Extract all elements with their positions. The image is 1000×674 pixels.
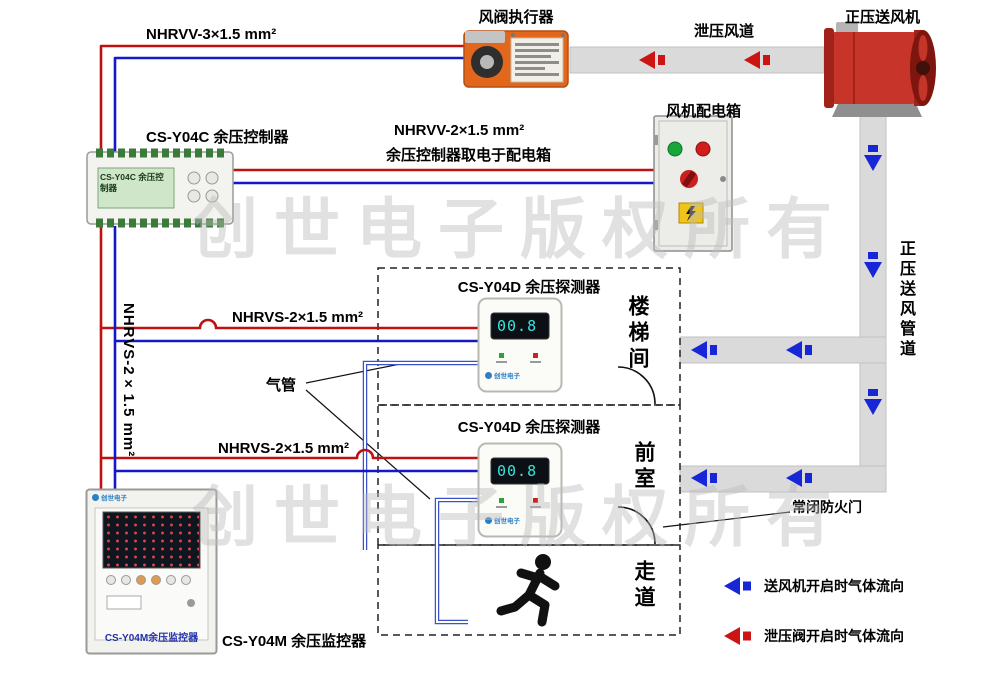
pressure-detector-device-1 [477, 297, 563, 393]
relief-duct [569, 46, 825, 74]
status-led-green [499, 353, 504, 358]
supply-fan-device [820, 20, 938, 120]
door-latch [720, 176, 726, 182]
wire-red-actuator [99, 44, 465, 152]
detector-display [490, 457, 550, 485]
detector-display [490, 312, 550, 340]
brand-icon [92, 493, 99, 501]
cable-label-branch2: NHRVS-2×1.5 mm² [218, 440, 350, 457]
monitor-label-ext: CS-Y04M 余压监控器 [222, 633, 367, 650]
start-indicator [667, 141, 683, 157]
room-name-anteroom: 前室 [632, 441, 655, 493]
air-tube-core-2 [436, 499, 479, 623]
pressure-detector-device-2 [477, 442, 563, 538]
damper-actuator-device [463, 28, 569, 90]
monitor-slot [106, 595, 142, 610]
detector-label-2: CS-Y04D 余压探测器 [457, 419, 601, 436]
detector-reading-1: 00.8 [497, 317, 538, 335]
monitor-button [181, 575, 191, 585]
status-led-green [499, 498, 504, 503]
controller-button [205, 189, 219, 203]
room-name-stairwell: 楼梯间 [626, 295, 649, 373]
brand-logo: 创世电子 [485, 370, 520, 380]
fan-hub [916, 61, 930, 75]
fan-motor-box [836, 22, 858, 34]
fan-dist-box-device [653, 115, 733, 252]
controller-label: CS-Y04C 余压控制器 [146, 129, 289, 146]
wire-red-detector1 [101, 318, 479, 330]
brand-logo: 创世电子 [92, 492, 127, 502]
supply-duct-vertical [859, 112, 887, 493]
mount-clamp [465, 31, 505, 43]
lightning-icon [686, 206, 696, 221]
fan-body [828, 32, 920, 104]
supply-duct-label: 正压送风管道 [897, 240, 914, 360]
runner-icon [496, 552, 566, 628]
wire-blue-actuator [113, 56, 465, 152]
air-tube-pointer-2 [305, 389, 431, 500]
controller-button [187, 189, 201, 203]
pressure-controller-device [86, 146, 234, 230]
room-boundary-corridor [377, 544, 681, 636]
controller-display: CS-Y04C 余压控制器 [100, 172, 164, 193]
fire-door-arc-2 [617, 506, 656, 545]
actuator-label: 风阀执行器 [478, 9, 554, 26]
legend-item-supply: 送风机开启时气体流向 [724, 576, 904, 596]
wire-red-detector2 [101, 448, 479, 460]
fire-door-label: 常闭防火门 [792, 499, 862, 515]
brand-icon [485, 516, 492, 524]
air-tube-core-1 [364, 362, 479, 550]
room-name-corridor: 走道 [632, 560, 655, 612]
cable-note-mid: 余压控制器取电于配电箱 [386, 147, 552, 164]
cable-label-top: NHRVV-3×1.5 mm² [146, 26, 277, 43]
status-led-red [533, 498, 538, 503]
controller-button [187, 171, 201, 185]
legend-label-relief: 泄压阀开启时气体流向 [764, 628, 904, 644]
relief-flow-legend-icon [724, 627, 751, 645]
status-led-red [533, 353, 538, 358]
dist-box-label: 风机配电箱 [666, 103, 742, 120]
monitor-button [106, 575, 116, 585]
led-matrix [104, 513, 199, 567]
fire-door-arc-1 [617, 366, 656, 405]
air-tube-label: 气管 [266, 377, 297, 394]
cable-label-mid: NHRVV-2×1.5 mm² [394, 122, 525, 139]
fire-door-pointer [662, 511, 791, 528]
legend-label-supply: 送风机开启时气体流向 [764, 578, 904, 594]
monitor-keyhole [187, 599, 195, 607]
air-tube-line-2 [434, 497, 479, 625]
controller-lcd [97, 167, 175, 209]
monitor-button [166, 575, 176, 585]
monitor-panel-label: CS-Y04M余压监控器 [104, 633, 199, 644]
monitor-button [136, 575, 146, 585]
air-tube-pointer-1 [305, 363, 401, 384]
fan-base [832, 104, 922, 117]
detector-label-1: CS-Y04D 余压探测器 [457, 279, 601, 296]
monitor-button [151, 575, 161, 585]
monitor-button [121, 575, 131, 585]
brand-logo: 创世电子 [485, 515, 520, 525]
legend-item-relief: 泄压阀开启时气体流向 [724, 626, 904, 646]
stop-indicator [695, 141, 711, 157]
detector-reading-2: 00.8 [497, 462, 538, 480]
relief-duct-label: 泄压风道 [694, 23, 755, 40]
controller-button [205, 171, 219, 185]
supply-flow-legend-icon [724, 577, 751, 595]
cable-label-branch1: NHRVS-2×1.5 mm² [232, 309, 364, 326]
cable-label-riser: NHRVS-2×1.5 mm² [120, 303, 137, 458]
brand-icon [485, 371, 492, 379]
supply-fan-label: 正压送风机 [845, 9, 921, 26]
